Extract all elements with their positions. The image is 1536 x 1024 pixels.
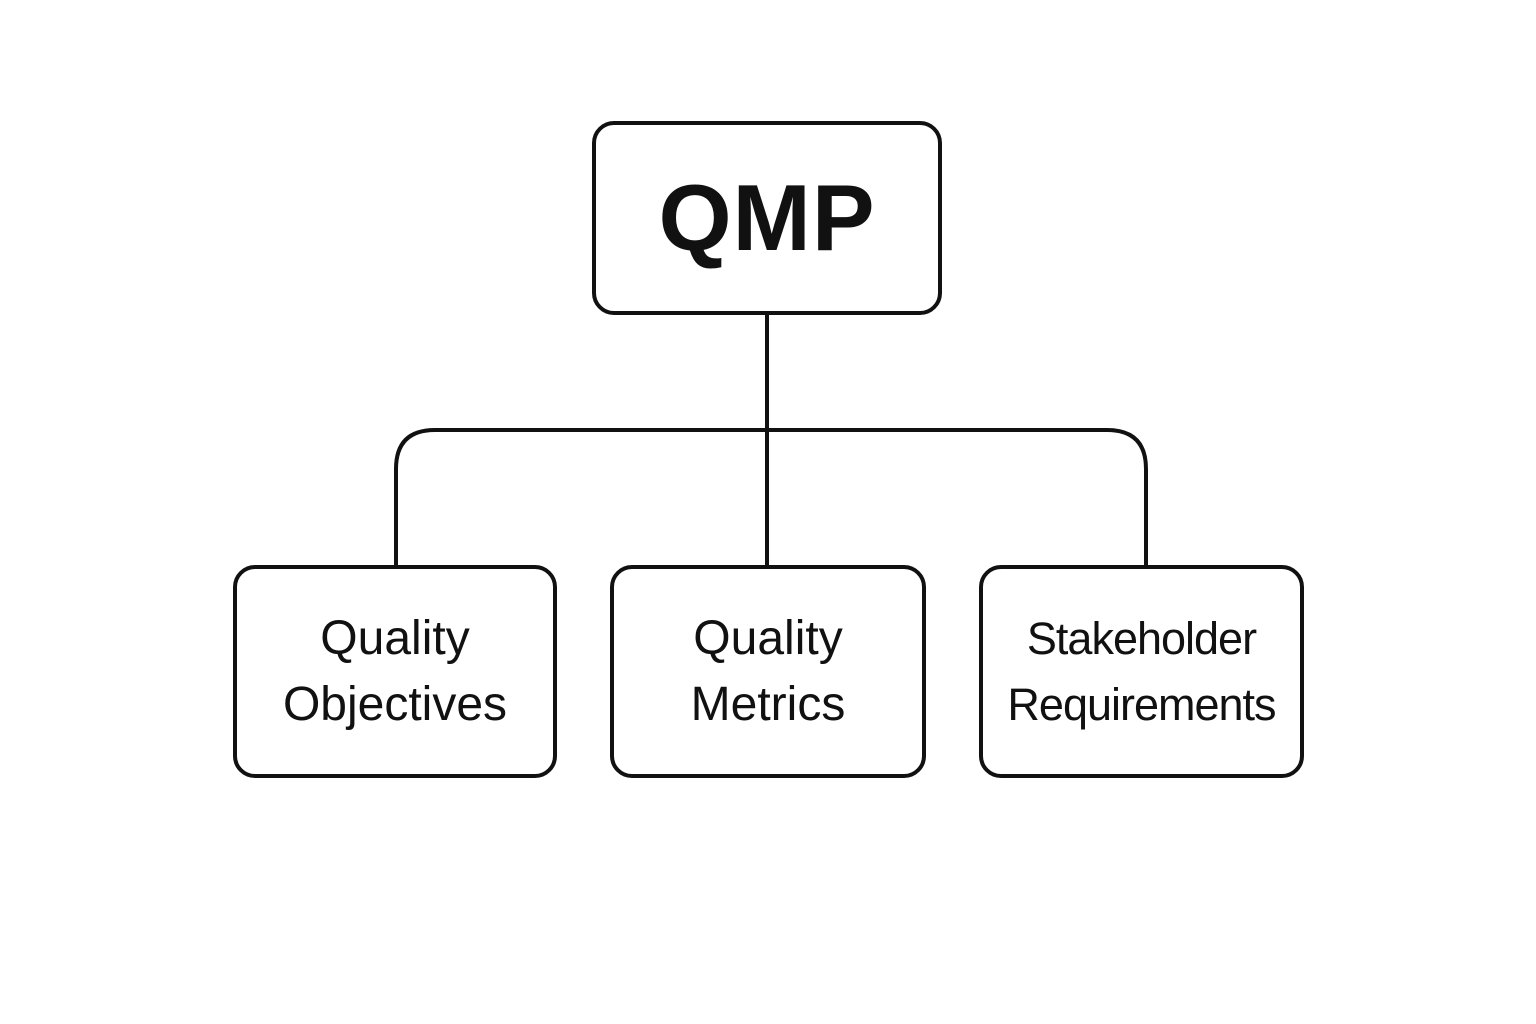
child-node-quality-objectives: Quality Objectives (233, 565, 557, 778)
child-node-label-line1: Quality (320, 611, 470, 665)
connector-branch-right (767, 428, 1148, 565)
child-node-stakeholder-requirements: Stakeholder Requirements (979, 565, 1304, 778)
child-node-label-line2: Metrics (690, 677, 846, 731)
root-node-label: QMP (658, 165, 876, 270)
connector-branch-left (394, 428, 767, 565)
child-node-label-line1: Quality (693, 611, 843, 665)
child-node-label-line2: Requirements (1007, 678, 1276, 730)
child-node-label-line1: Stakeholder (1026, 612, 1257, 664)
child-node-label-line2: Objectives (282, 677, 508, 731)
child-node-quality-metrics: Quality Metrics (610, 565, 926, 778)
root-node-qmp: QMP (592, 121, 942, 315)
